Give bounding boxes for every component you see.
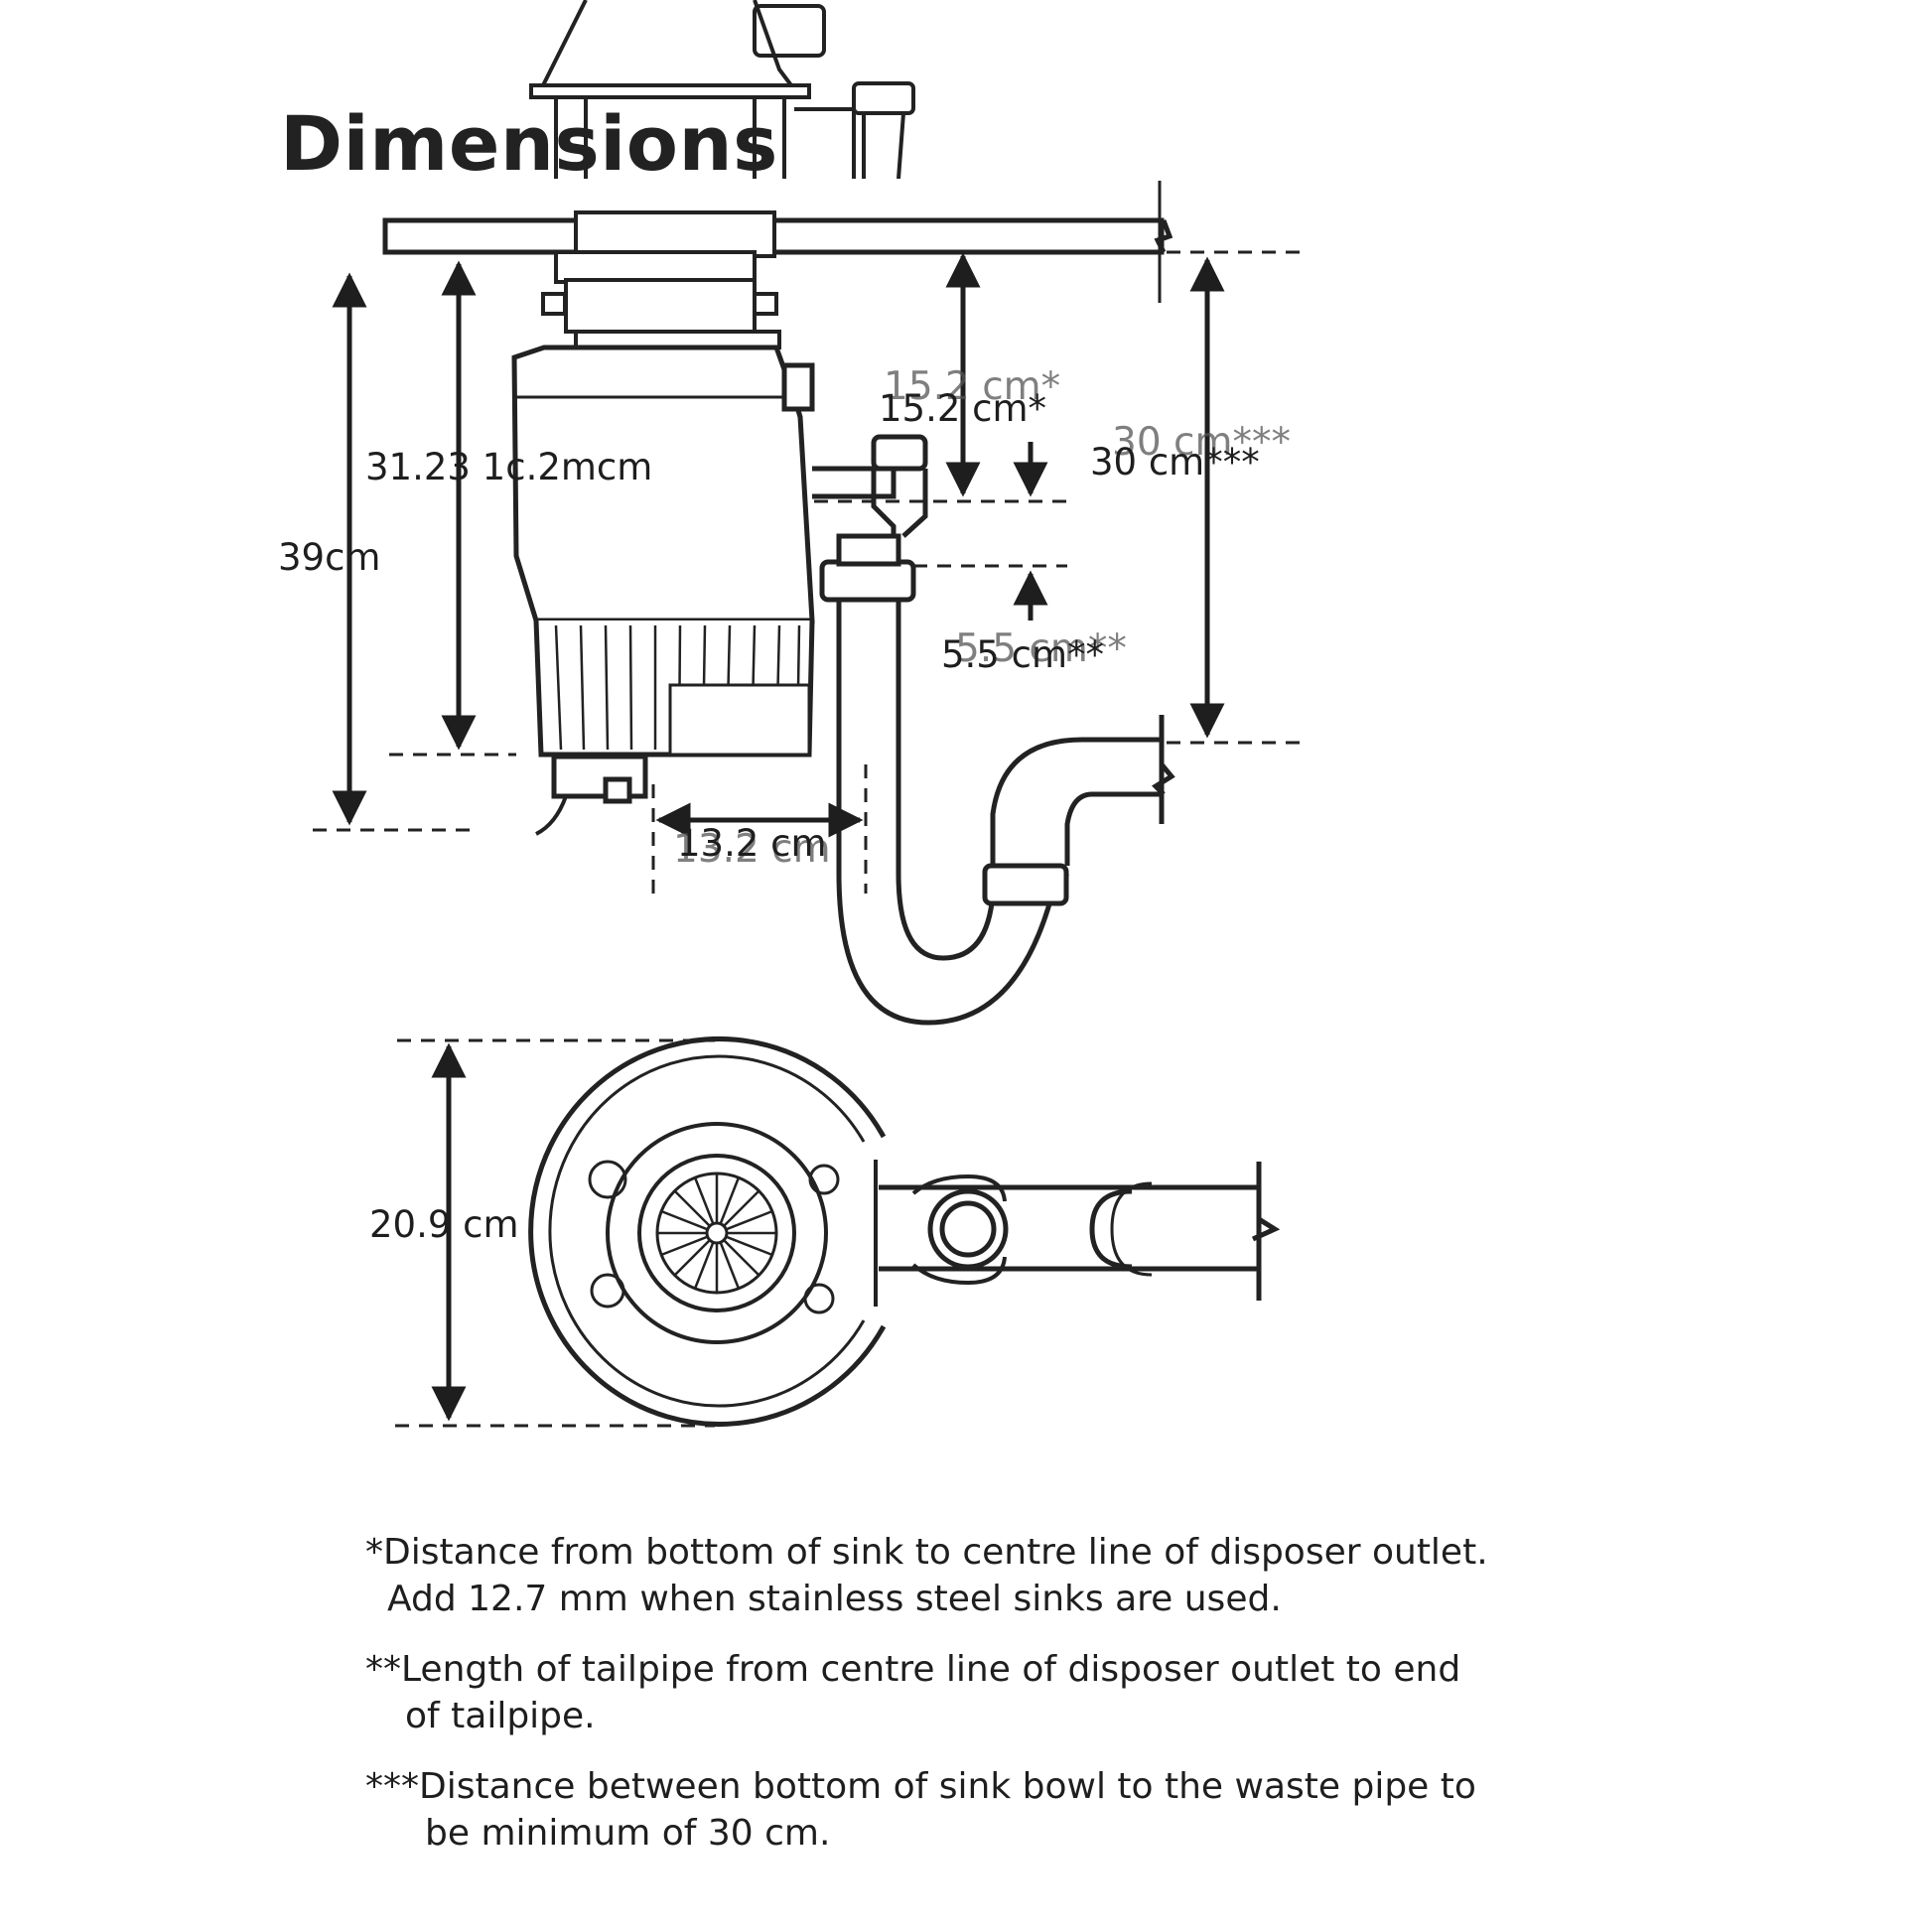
footnote-1-line-1: *Distance from bottom of sink to centre … bbox=[365, 1532, 1488, 1573]
mounting-assembly bbox=[541, 278, 781, 349]
footnotes: *Distance from bottom of sink to centre … bbox=[365, 1529, 1557, 1880]
sink-counter bbox=[382, 217, 1173, 255]
footnote-1: *Distance from bottom of sink to centre … bbox=[365, 1529, 1557, 1622]
outlet-15-ghost-label: 15.2 cm* bbox=[884, 364, 1060, 409]
p-trap bbox=[836, 715, 1175, 1026]
footnote-2-line-1: **Length of tailpipe from centre line of… bbox=[365, 1649, 1461, 1690]
height-31-label: 31.23 1c.2mcm bbox=[365, 446, 652, 488]
disposer-body bbox=[511, 345, 815, 836]
plan-view-drain-pipe bbox=[879, 1162, 1281, 1301]
drain-outlet-and-tailpipe bbox=[812, 434, 928, 874]
tailpipe-label: 5.5 cm** bbox=[941, 633, 1104, 676]
diameter-label: 20.9 cm bbox=[369, 1203, 519, 1246]
reference-lines bbox=[313, 250, 1301, 1428]
footnote-3-line-2: be minimum of 30 cm. bbox=[425, 1813, 831, 1854]
sink-to-waste-label: 30 cm*** bbox=[1090, 441, 1260, 483]
footnote-2: **Length of tailpipe from centre line of… bbox=[365, 1646, 1557, 1739]
tailpipe-ghost-label: 5.5 cm** bbox=[955, 626, 1127, 671]
offset-label: 13.2 cm bbox=[677, 822, 827, 865]
sink-flange bbox=[554, 210, 776, 284]
offset-ghost-label: 13.2 cm bbox=[673, 827, 831, 872]
plan-view-disposer bbox=[528, 1036, 887, 1427]
footnote-3-line-1: ***Distance between bottom of sink bowl … bbox=[365, 1766, 1476, 1807]
footnote-1-line-2: Add 12.7 mm when stainless steel sinks a… bbox=[387, 1579, 1282, 1619]
top-unit-illustration bbox=[529, 0, 915, 180]
footnote-2-line-2: of tailpipe. bbox=[405, 1696, 596, 1736]
outlet-15-label: 15.2 cm* bbox=[879, 387, 1046, 430]
footnote-3: ***Distance between bottom of sink bowl … bbox=[365, 1763, 1557, 1857]
height-39-label: 39cm bbox=[278, 536, 380, 579]
page-title: Dimensions bbox=[280, 99, 778, 188]
dimension-arrows bbox=[332, 252, 1225, 1422]
sink-to-waste-ghost-label: 30 cm*** bbox=[1112, 420, 1291, 465]
